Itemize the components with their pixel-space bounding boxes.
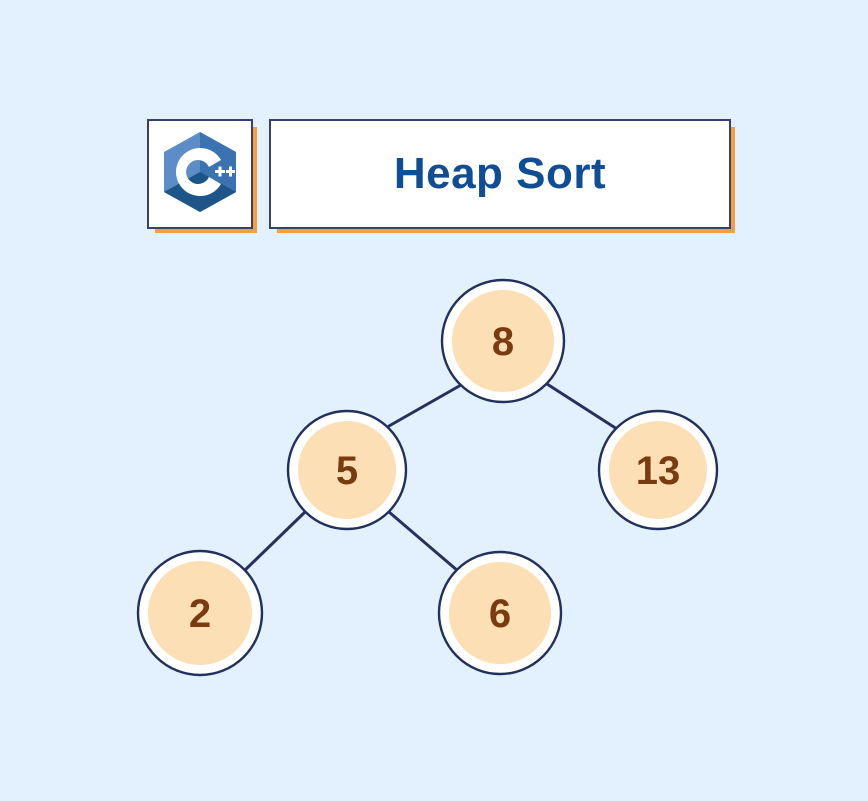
tree-node[interactable]: 2 [136,549,264,677]
tree-edge [387,510,460,573]
tree-edge [545,382,619,431]
tree-node[interactable]: 6 [437,550,563,676]
cpp-logo-card [147,119,257,233]
tree-node-fill [449,562,551,664]
tree-edges [241,382,619,574]
title-card: Heap Sort [269,119,735,233]
tree-edge [241,510,307,574]
tree-edge [387,383,463,428]
tree-node-fill [148,561,252,665]
cpp-logo-icon [162,130,238,219]
tree-node[interactable]: 8 [440,278,566,404]
tree-node-fill [452,290,554,392]
tree-node-fill [609,421,707,519]
tree-node-label: 6 [489,592,511,636]
header: Heap Sort [147,119,735,233]
tree-nodes: 8 5 13 2 6 [136,278,719,677]
tree-node[interactable]: 5 [286,409,408,531]
tree-node[interactable]: 13 [597,409,719,531]
tree-node-label: 2 [189,592,211,636]
tree-node-label: 8 [492,320,514,364]
tree-node-label: 5 [336,449,358,493]
page-title: Heap Sort [393,149,607,198]
tree-node-label: 13 [636,449,681,493]
tree-node-fill [298,421,396,519]
